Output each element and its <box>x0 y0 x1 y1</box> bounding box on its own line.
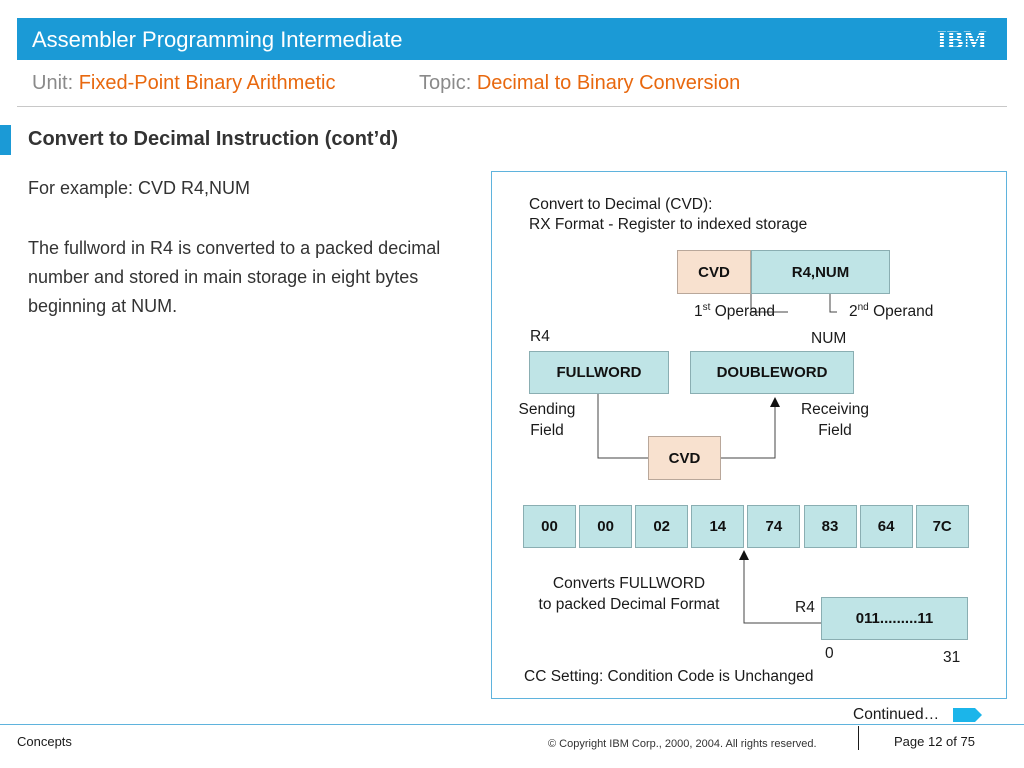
sending-connector <box>597 394 648 459</box>
header-divider <box>17 106 1007 107</box>
cc-setting-text: CC Setting: Condition Code is Unchanged <box>524 668 814 685</box>
caption-line-2: RX Format - Register to indexed storage <box>529 216 808 233</box>
packed-byte-box: 83 <box>803 505 857 548</box>
packed-byte-box: 00 <box>579 505 633 548</box>
unit-line: Unit: Fixed-Point Binary Arithmetic <box>32 72 335 95</box>
topic-value: Decimal to Binary Conversion <box>476 72 741 94</box>
course-title: Assembler Programming Intermediate <box>32 27 403 52</box>
footer-section-label: Concepts <box>17 734 72 749</box>
next-arrow-icon[interactable] <box>953 707 983 728</box>
instruction-operands-box: R4,NUM <box>751 250 890 294</box>
unit-value: Fixed-Point Binary Arithmetic <box>78 72 336 94</box>
topic-line: Topic: Decimal to Binary Conversion <box>419 72 740 95</box>
ibm-logo: IBM <box>931 24 993 54</box>
fullword-box: FULLWORD <box>529 351 669 394</box>
r4-label: R4 <box>530 328 550 345</box>
packed-byte-box: 7C <box>915 505 969 548</box>
unit-label: Unit: <box>32 72 74 94</box>
example-text: For example: CVD R4,NUM <box>28 178 251 198</box>
r4-register-box: 011.........11 <box>821 597 968 640</box>
diagram-panel: Convert to Decimal (CVD): RX Format - Re… <box>491 171 1007 699</box>
cvd-operation-box: CVD <box>648 436 721 480</box>
footer-vertical-divider <box>858 726 859 750</box>
instruction-opcode-box: CVD <box>677 250 751 294</box>
page-number: Page 12 of 75 <box>894 734 975 749</box>
footer-copyright: © Copyright IBM Corp., 2000, 2004. All r… <box>548 738 817 750</box>
r4-register-label: R4 <box>795 599 815 616</box>
packed-byte-box: 14 <box>691 505 745 548</box>
topic-label: Topic: <box>419 72 472 94</box>
bit-end-label: 31 <box>943 649 961 666</box>
description-paragraph: The fullword in R4 is converted to a pac… <box>28 238 441 316</box>
footer-divider <box>0 724 1024 725</box>
receiving-arrow <box>721 397 780 459</box>
doubleword-box: DOUBLEWORD <box>690 351 854 394</box>
packed-byte-box: 74 <box>747 505 801 548</box>
packed-byte-box: 00 <box>523 505 576 548</box>
continued-label: Continued… <box>853 706 940 723</box>
second-operand-label: 2nd Operand <box>849 302 934 321</box>
caption-line-1: Convert to Decimal (CVD): <box>529 196 713 213</box>
first-operand-label: 1st Operand <box>694 302 776 321</box>
packed-byte-box: 64 <box>859 505 913 548</box>
register-to-bytes-arrow <box>739 550 821 624</box>
num-label: NUM <box>811 330 847 347</box>
packed-byte-box: 02 <box>635 505 689 548</box>
header-bar: Assembler Programming Intermediate IBM <box>17 18 1007 60</box>
section-title: Convert to Decimal Instruction (cont’d) <box>28 128 399 150</box>
section-accent-bar <box>0 125 11 155</box>
ibm-logo-graphic: IBM <box>937 27 987 51</box>
ibm-logo-text: IBM <box>937 27 987 51</box>
bit-start-label: 0 <box>825 645 834 662</box>
